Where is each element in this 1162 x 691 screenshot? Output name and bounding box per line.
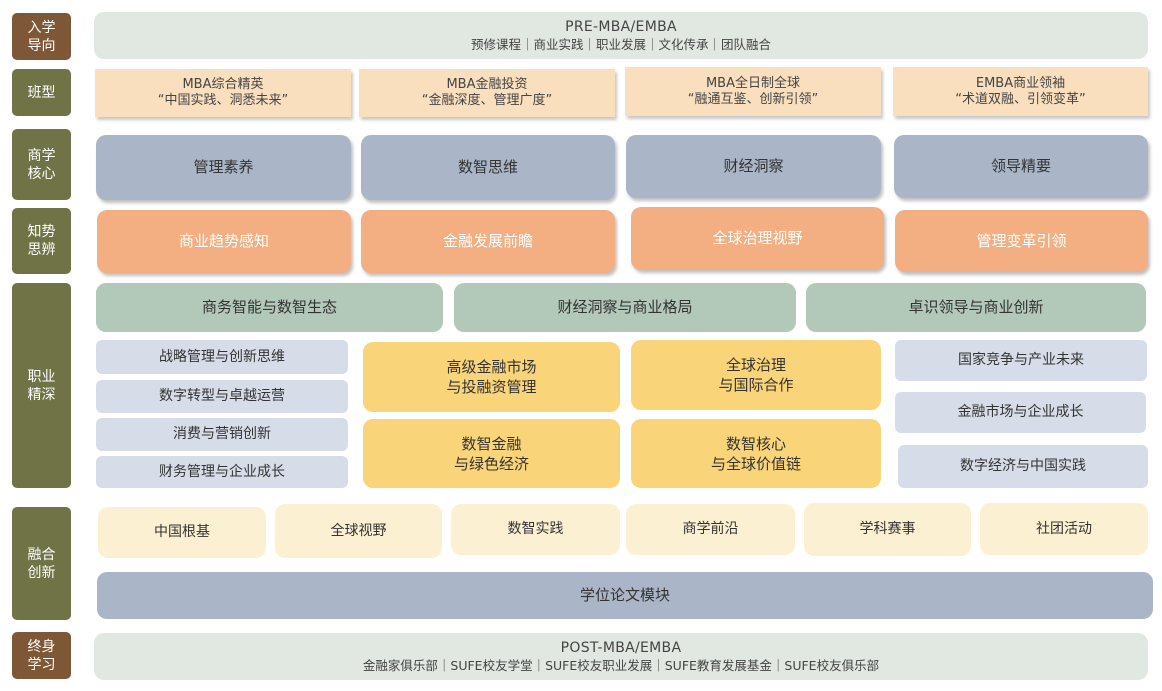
row-label-lifelong: 终身 学习: [12, 632, 71, 679]
fusion-club-activities: 社团活动: [980, 503, 1148, 555]
career-right-digital-economy: 数字经济与中国实践: [898, 445, 1148, 488]
career-right-national-competition: 国家竞争与产业未来: [895, 340, 1147, 381]
fusion-digital-practice: 数智实践: [451, 504, 620, 555]
career-header-finance-landscape: 财经洞察与商业格局: [454, 283, 796, 332]
insight-global-governance: 全球治理视野: [631, 207, 884, 270]
class-emba-leader: EMBA商业领袖 “术道双融、引领变革”: [893, 67, 1148, 116]
row-label-entry: 入学 导向: [12, 13, 71, 60]
career-header-business-intelligence: 商务智能与数智生态: [96, 283, 443, 332]
post-program-title: POST-MBA/EMBA: [560, 639, 682, 656]
post-program-bar: POST-MBA/EMBA 金融家俱乐部｜SUFE校友学堂｜SUFE校友职业发展…: [94, 633, 1148, 680]
row-label-career: 职业 精深: [12, 283, 71, 488]
fusion-china-roots: 中国根基: [98, 507, 266, 558]
career-header-leadership-innovation: 卓识领导与商业创新: [806, 283, 1146, 332]
core-finance-insight: 财经洞察: [626, 135, 881, 198]
row-label-insight: 知势 思辨: [12, 208, 71, 274]
career-mid-advanced-finance: 高级金融市场 与投融资管理: [363, 342, 620, 412]
insight-finance-outlook: 金融发展前瞻: [361, 210, 615, 273]
core-digital-thinking: 数智思维: [361, 135, 615, 200]
pre-program-bar: PRE-MBA/EMBA 预修课程｜商业实践｜职业发展｜文化传承｜团队融合: [94, 12, 1148, 59]
insight-management-reform: 管理变革引领: [895, 210, 1148, 272]
fusion-global-vision: 全球视野: [275, 504, 442, 558]
fusion-competitions: 学科赛事: [804, 503, 971, 556]
class-mba-fulltime: MBA全日制全球 “融通互鉴、创新引领”: [625, 67, 881, 116]
row-label-core: 商学 核心: [12, 129, 71, 200]
core-management-literacy: 管理素养: [96, 135, 351, 200]
fusion-business-frontier: 商学前沿: [626, 504, 795, 555]
class-mba-elite: MBA综合精英 “中国实践、洞悉未来”: [95, 69, 351, 117]
career-right-finance-market: 金融市场与企业成长: [895, 392, 1146, 433]
thesis-module: 学位论文模块: [97, 572, 1153, 619]
core-leadership: 领导精要: [894, 135, 1148, 198]
class-mba-finance: MBA金融投资 “金融深度、管理广度”: [359, 69, 615, 117]
row-label-classes: 班型: [12, 69, 71, 116]
career-left-finance-growth: 财务管理与企业成长: [96, 456, 348, 488]
career-mid-digital-finance: 数智金融 与绿色经济: [363, 419, 620, 488]
row-label-fusion: 融合 创新: [12, 507, 71, 620]
insight-business-trends: 商业趋势感知: [97, 210, 351, 273]
career-left-digital-ops: 数字转型与卓越运营: [96, 380, 348, 413]
career-mid-value-chain: 数智核心 与全球价值链: [631, 419, 881, 488]
career-left-strategy: 战略管理与创新思维: [96, 340, 348, 374]
post-program-items: 金融家俱乐部｜SUFE校友学堂｜SUFE校友职业发展｜SUFE教育发展基金｜SU…: [362, 657, 880, 673]
career-left-marketing: 消费与营销创新: [96, 418, 348, 451]
career-mid-global-governance: 全球治理 与国际合作: [631, 340, 881, 410]
pre-program-items: 预修课程｜商业实践｜职业发展｜文化传承｜团队融合: [470, 36, 771, 52]
pre-program-title: PRE-MBA/EMBA: [565, 18, 677, 35]
